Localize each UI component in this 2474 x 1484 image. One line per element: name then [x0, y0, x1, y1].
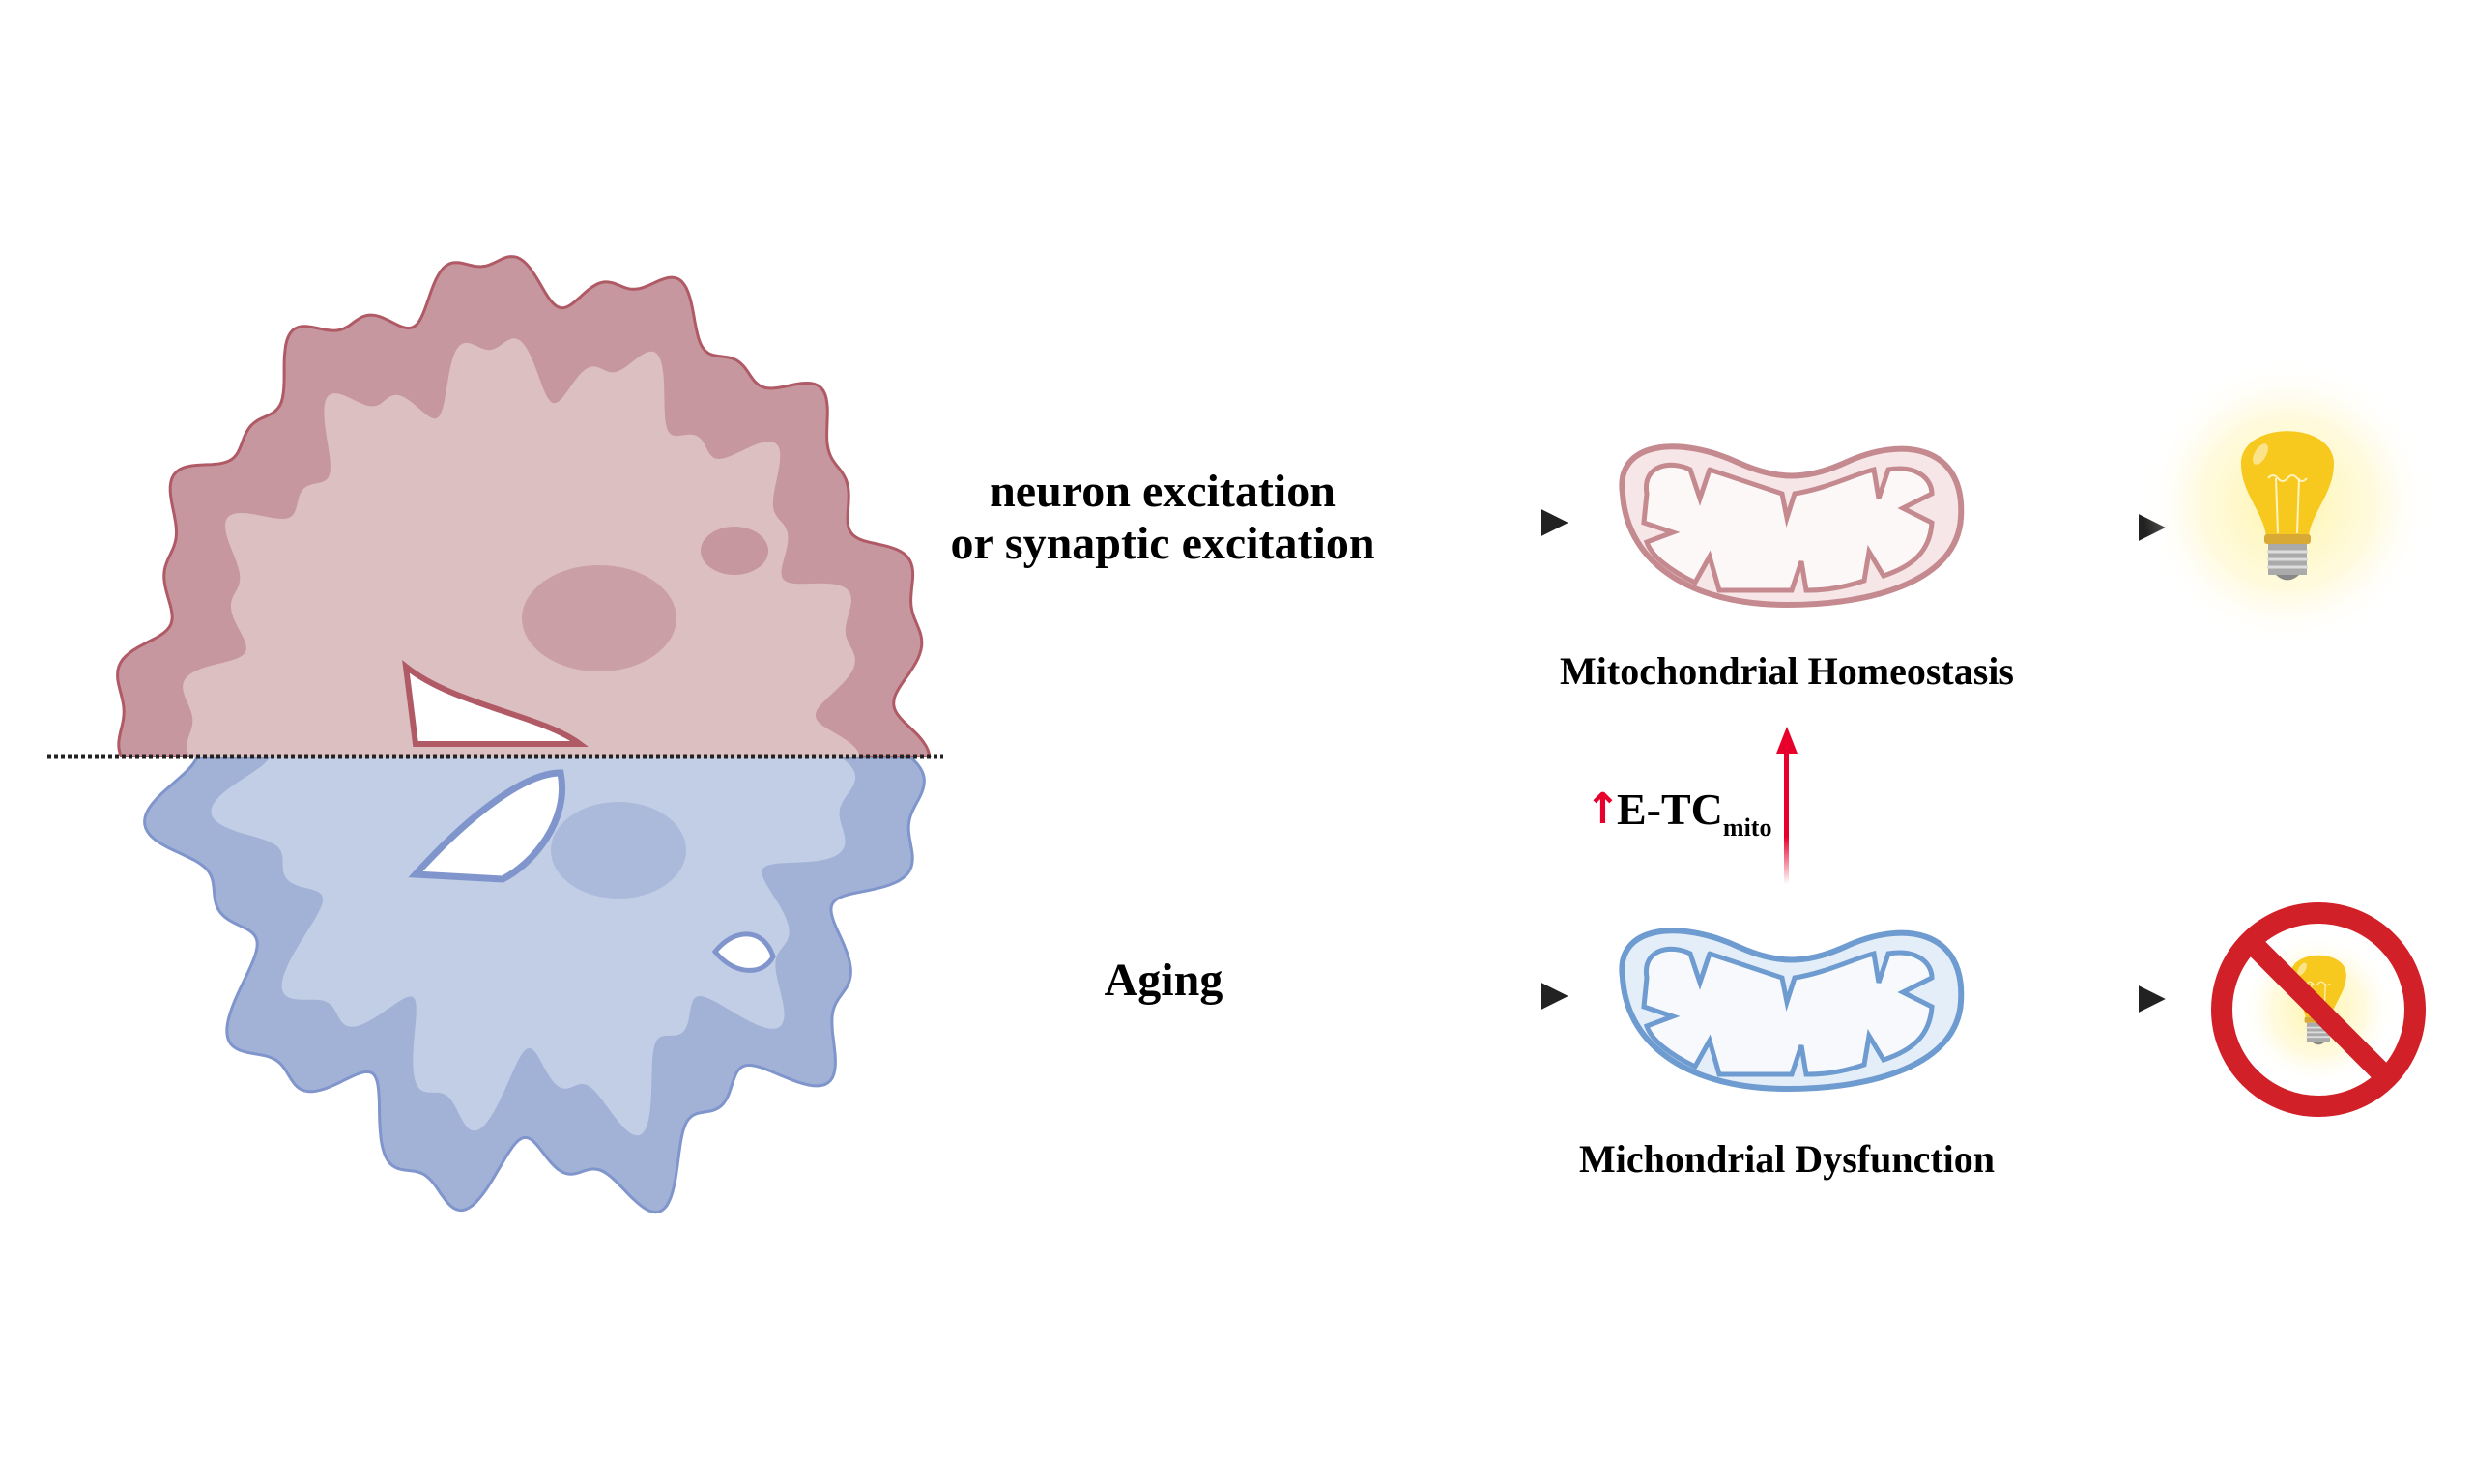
lightbulb-prohibited-icon — [2211, 902, 2426, 1117]
mito-cristae — [1641, 946, 1935, 1077]
red-arrow-shaft — [1784, 749, 1789, 884]
prohibit-slash — [2243, 934, 2394, 1085]
lightbulb-on-icon — [2143, 357, 2432, 647]
brain-healthy-icon — [116, 255, 932, 757]
aging-label: Aging — [1105, 955, 1223, 1006]
bulb-neck — [2264, 534, 2311, 544]
etc-subscript: mito — [1723, 813, 1772, 842]
etc-label: E-TCmito — [1617, 785, 1771, 842]
increase-arrow-icon: ↑ — [1585, 785, 1621, 834]
mitochondrion-healthy-icon — [1619, 443, 1965, 609]
bulb-tip — [2276, 575, 2299, 581]
brain-aged-icon — [143, 757, 926, 1214]
dysfunction-label: Michondrial Dysfunction — [1579, 1137, 1995, 1181]
stimulus-label-line1: neuron excitation — [990, 466, 1336, 517]
bulb-filament — [2267, 474, 2308, 534]
stimulus-label-line2: or synaptic excitation — [950, 518, 1374, 569]
etc-main: E-TC — [1617, 785, 1723, 834]
bulb-highlight — [2297, 962, 2307, 976]
prohibit-circle — [2211, 902, 2426, 1117]
red-arrow-head — [1776, 727, 1798, 754]
mito-cristae — [1641, 462, 1935, 593]
bulb-highlight — [2253, 443, 2268, 465]
mitochondrion-dysfunctional-icon — [1619, 928, 1965, 1093]
bulb-threads — [2267, 550, 2308, 569]
homeostasis-label: Mitochondrial Homeostasis — [1560, 649, 2014, 693]
